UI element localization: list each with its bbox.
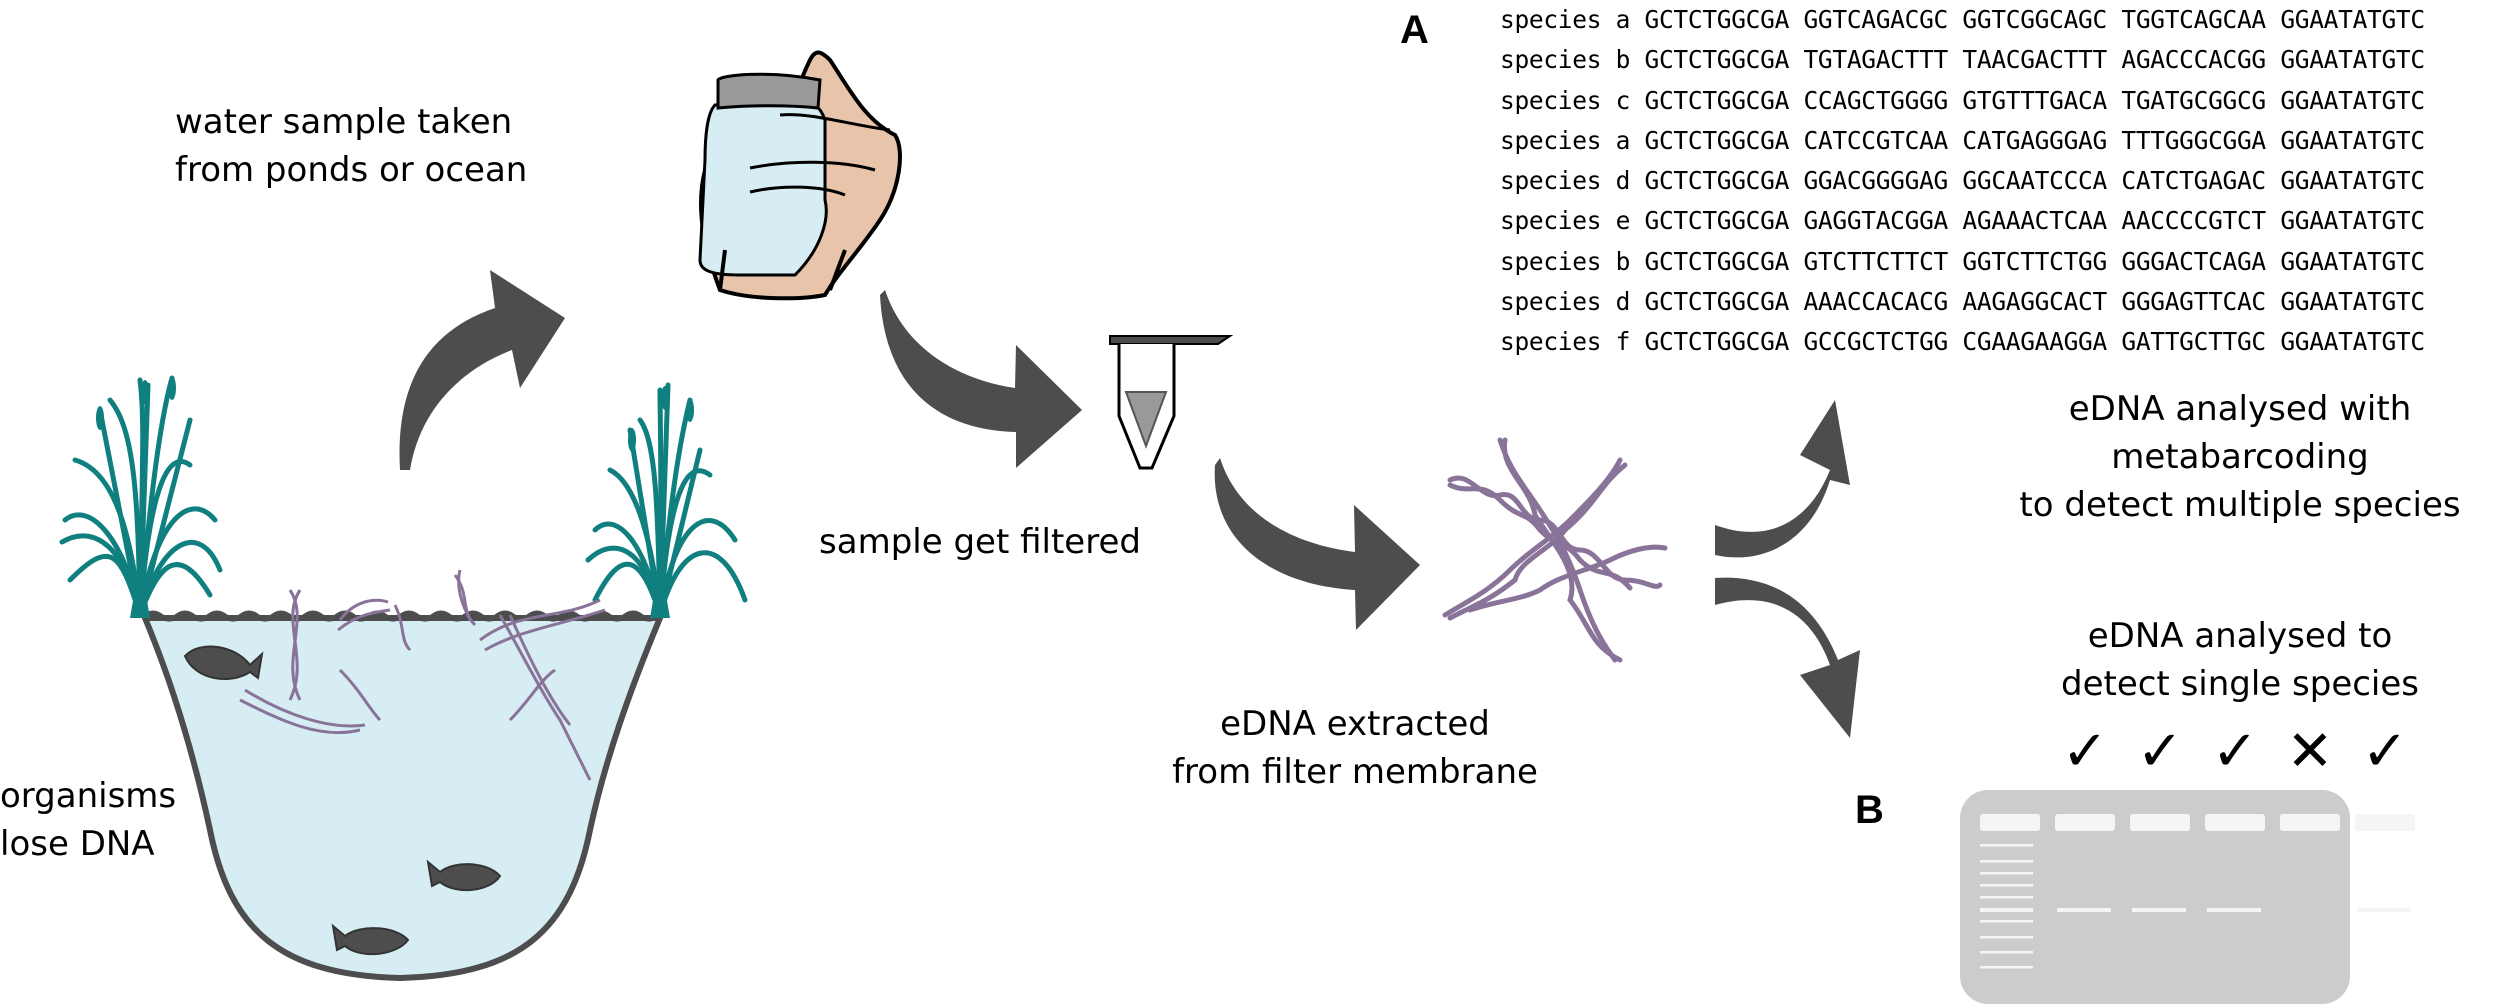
extracted-dna-icon [1442, 437, 1668, 663]
sequence-row: species b GCTCTGGCGA GTCTTCTTCT GGTCTTCT… [1500, 242, 2425, 282]
ladder-band [1980, 896, 2033, 899]
species-name: species b [1500, 45, 1631, 75]
gel-well [2055, 814, 2115, 831]
sequence-alignment: species a GCTCTGGCGA GGTCAGACGC GGTCGGCA… [1500, 0, 2425, 363]
pond-wave [143, 610, 659, 622]
ladder-band [1980, 951, 2033, 954]
dna-sequence: GCTCTGGCGA TGTAGACTTT TAACGACTTT AGACCCA… [1630, 45, 2426, 75]
gel-well [2205, 814, 2265, 831]
hand-jar-illustration [698, 50, 902, 301]
dna-sequence: GCTCTGGCGA GGTCAGACGC GGTCGGCAGC TGGTCAG… [1630, 5, 2426, 34]
sequence-row: species d GCTCTGGCGA GGACGGGGAG GGCAATCC… [1500, 161, 2425, 201]
label-single-species-line1: eDNA analysed to [2087, 616, 2393, 656]
label-metabarcoding-line2: metabarcoding [2111, 437, 2369, 477]
panel-label-b: B [1855, 788, 1884, 832]
label-metabarcoding-line3: to detect multiple species [2019, 485, 2461, 525]
label-water-sample-line1: water sample taken [175, 102, 513, 142]
fish-icon [331, 923, 410, 956]
arrow-to-extraction-icon [1214, 458, 1420, 630]
species-name: species b [1500, 246, 1631, 276]
ladder-band [1980, 936, 2033, 939]
ladder-band [1980, 872, 2033, 875]
dna-sequence: GCTCTGGCGA GGACGGGGAG GGCAATCCCA CATCTGA… [1630, 166, 2426, 196]
arrow-to-filter-icon [880, 290, 1082, 468]
cross-icon: ✕ [2286, 719, 2334, 784]
ladder-band [1980, 908, 2033, 912]
gel-well-ladder [1980, 814, 2040, 831]
sequence-row: species e GCTCTGGCGA GAGGTACGGA AGAAACTC… [1500, 201, 2425, 241]
dna-sequence: GCTCTGGCGA CCAGCTGGGG GTGTTTGACA TGATGCG… [1630, 85, 2426, 115]
ladder-band [1980, 920, 2033, 923]
dna-sequence: GCTCTGGCGA GTCTTCTTCT GGTCTTCTGG GGGACTC… [1630, 246, 2426, 276]
species-name: species f [1500, 327, 1631, 357]
arrow-to-metabarcoding-icon [1715, 400, 1850, 558]
label-metabarcoding: eDNA analysed with metabarcoding to dete… [1980, 385, 2500, 529]
fish-icon [183, 645, 264, 680]
gel-band [2357, 908, 2411, 912]
filter-tube-icon [1109, 335, 1234, 470]
sequence-row: species b GCTCTGGCGA TGTAGACTTT TAACGACT… [1500, 40, 2425, 80]
gel-well [2280, 814, 2340, 831]
panel-label-a: A [1400, 8, 1429, 52]
label-filtered-text: sample get filtered [819, 522, 1141, 562]
gel-electrophoresis [1960, 790, 2415, 1004]
gel-results-marks: ✓ ✓ ✓ ✕ ✓ [2050, 722, 2500, 792]
label-extracted-line1: eDNA extracted [1220, 704, 1490, 744]
check-icon: ✓ [2136, 719, 2184, 784]
check-icon: ✓ [2361, 719, 2409, 784]
dna-sequence: GCTCTGGCGA GCCGCTCTGG CGAAGAAGGA GATTGCT… [1630, 327, 2426, 357]
ladder-band [1980, 966, 2033, 969]
label-extracted-line2: from filter membrane [1172, 752, 1538, 792]
arrow-to-single-species-icon [1715, 577, 1860, 738]
label-single-species-line2: detect single species [2060, 664, 2420, 704]
gel-well [2130, 814, 2190, 831]
dna-sequence: GCTCTGGCGA AAACCACACG AAGAGGCACT GGGAGTT… [1630, 287, 2426, 317]
label-filtered: sample get filtered [810, 518, 1150, 566]
pond-illustration [59, 375, 748, 982]
arrow-to-sample-icon [399, 270, 565, 470]
pond-water [140, 615, 665, 982]
gel-band [2132, 908, 2186, 912]
species-name: species d [1500, 287, 1631, 317]
dna-sequence: GCTCTGGCGA GAGGTACGGA AGAAACTCAA AACCCCG… [1630, 206, 2426, 236]
label-water-sample-line2: from ponds or ocean [175, 150, 528, 190]
gel-band [2057, 908, 2111, 912]
label-single-species: eDNA analysed to detect single species [2030, 612, 2450, 708]
sequence-row: species a GCTCTGGCGA GGTCAGACGC GGTCGGCA… [1500, 0, 2425, 40]
species-name: species a [1500, 125, 1631, 155]
check-icon: ✓ [2211, 719, 2259, 784]
check-icon: ✓ [2061, 719, 2109, 784]
dna-sequence: GCTCTGGCGA CATCCGTCAA CATGAGGGAG TTTGGGC… [1630, 125, 2426, 155]
fish-icon [426, 859, 502, 892]
ladder-band [1980, 884, 2033, 887]
dna-fragments [239, 569, 606, 781]
jar-icon [698, 72, 828, 277]
sequence-row: species f GCTCTGGCGA GCCGCTCTGG CGAAGAAG… [1500, 322, 2425, 362]
sequence-row: species c GCTCTGGCGA CCAGCTGGGG GTGTTTGA… [1500, 81, 2425, 121]
species-name: species a [1500, 5, 1631, 34]
species-name: species e [1500, 206, 1631, 236]
ladder-band [1980, 860, 2033, 863]
sequence-row: species a GCTCTGGCGA CATCCGTCAA CATGAGGG… [1500, 121, 2425, 161]
species-name: species d [1500, 166, 1631, 196]
label-extracted: eDNA extracted from filter membrane [1165, 700, 1545, 796]
gel-well [2355, 814, 2415, 831]
species-name: species c [1500, 85, 1631, 115]
label-metabarcoding-line1: eDNA analysed with [2068, 389, 2412, 429]
sequence-row: species d GCTCTGGCGA AAACCACACG AAGAGGCA… [1500, 282, 2425, 322]
ladder-band [1980, 844, 2033, 847]
label-water-sample: water sample taken from ponds or ocean [175, 98, 528, 194]
gel-band [2207, 908, 2261, 912]
